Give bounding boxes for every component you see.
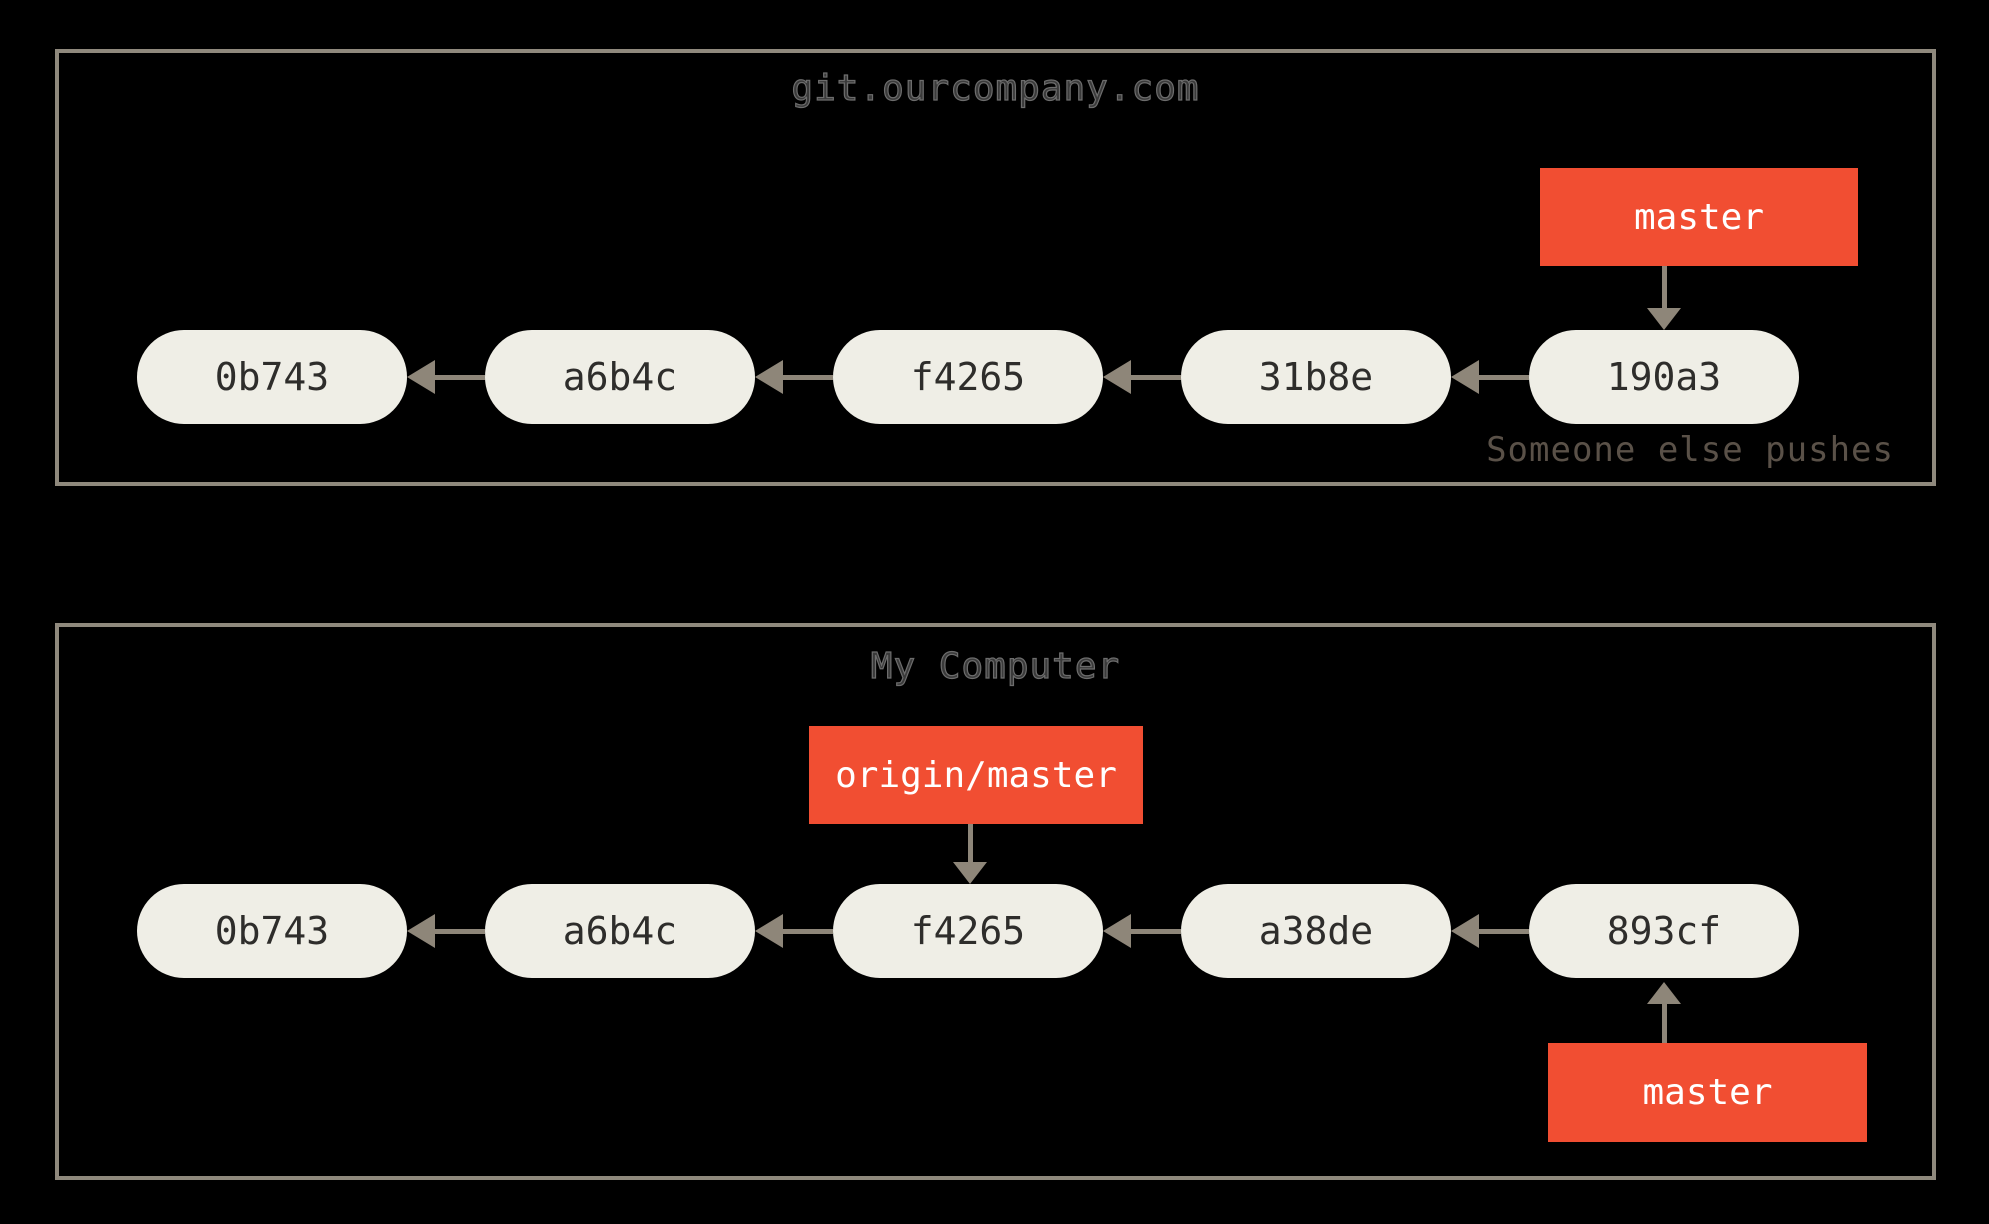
arrow-line	[777, 928, 833, 934]
arrow-up-icon	[1647, 982, 1681, 1043]
arrow-left-icon	[755, 360, 833, 394]
arrow-line	[1661, 266, 1667, 308]
arrow-line	[429, 928, 485, 934]
commit-node: a6b4c	[485, 884, 755, 978]
arrow-head	[1647, 308, 1681, 330]
origin-master-branch-label: origin/master	[809, 726, 1143, 824]
arrow-line	[1125, 928, 1181, 934]
arrow-left-icon	[1103, 360, 1181, 394]
arrow-head	[1647, 982, 1681, 1004]
arrow-left-icon	[407, 360, 485, 394]
arrow-left-icon	[755, 914, 833, 948]
arrow-line	[967, 824, 973, 862]
commit-node: a38de	[1181, 884, 1451, 978]
local-repo-title: My Computer	[870, 645, 1121, 687]
arrow-line	[1473, 928, 1529, 934]
remote-note: Someone else pushes	[1486, 430, 1894, 470]
arrow-left-icon	[1451, 914, 1529, 948]
commit-node: 31b8e	[1181, 330, 1451, 424]
remote-master-branch-label: master	[1540, 168, 1858, 266]
arrow-left-icon	[1451, 360, 1529, 394]
commit-node: 190a3	[1529, 330, 1799, 424]
remote-repo-title: git.ourcompany.com	[791, 67, 1200, 109]
arrow-line	[777, 374, 833, 380]
arrow-line	[1661, 1004, 1667, 1043]
arrow-left-icon	[407, 914, 485, 948]
local-repo-box: My Computer origin/master 0b743 a6b4c f4…	[55, 623, 1936, 1180]
commit-node: f4265	[833, 884, 1103, 978]
arrow-head	[953, 862, 987, 884]
arrow-left-icon	[1103, 914, 1181, 948]
arrow-down-icon	[1647, 266, 1681, 330]
local-master-branch-label: master	[1548, 1043, 1867, 1142]
remote-repo-box: git.ourcompany.com master 0b743 a6b4c f4…	[55, 49, 1936, 486]
arrow-line	[429, 374, 485, 380]
commit-node: a6b4c	[485, 330, 755, 424]
arrow-line	[1125, 374, 1181, 380]
commit-node: 0b743	[137, 884, 407, 978]
commit-node: 893cf	[1529, 884, 1799, 978]
commit-node: 0b743	[137, 330, 407, 424]
arrow-line	[1473, 374, 1529, 380]
commit-node: f4265	[833, 330, 1103, 424]
arrow-down-icon	[953, 824, 987, 884]
